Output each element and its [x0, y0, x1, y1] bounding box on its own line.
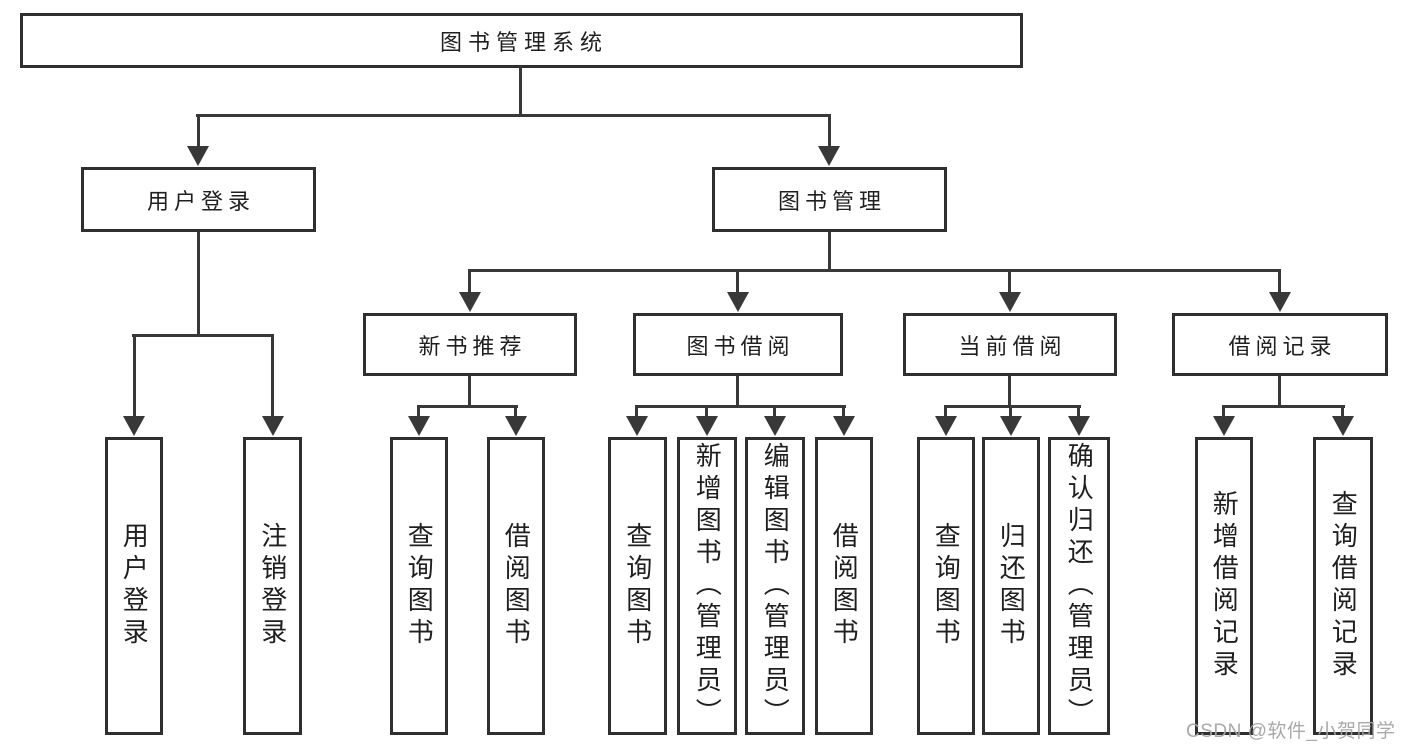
- leaf-label: 确认归还（管理员）: [1064, 442, 1095, 730]
- arrowhead-down: [262, 416, 284, 436]
- connector-line: [1341, 405, 1344, 417]
- leaf-label: 编辑图书（管理员）: [760, 442, 791, 730]
- connector-line: [196, 114, 831, 117]
- connector-line: [519, 66, 522, 116]
- leaf-edit-book-admin: 编辑图书（管理员）: [745, 437, 805, 735]
- connector-line: [635, 405, 846, 408]
- arrowhead-down: [459, 292, 481, 312]
- arrowhead-down: [1000, 416, 1022, 436]
- leaf-label: 注销登录: [257, 522, 288, 650]
- leaf-label: 查询图书: [622, 522, 653, 650]
- watermark: CSDN @软件_小贺同学: [1186, 721, 1396, 742]
- connector-line: [468, 269, 1281, 272]
- node-book-borrowing: 图书借阅: [633, 313, 843, 376]
- node-borrowing-records: 借阅记录: [1172, 313, 1388, 376]
- arrowhead-down: [999, 292, 1021, 312]
- node-label: 图书借阅: [686, 333, 795, 359]
- connector-line: [736, 376, 739, 408]
- connector-line: [197, 114, 200, 150]
- leaf-label: 归还图书: [996, 522, 1027, 650]
- arrowhead-down: [505, 416, 527, 436]
- connector-line: [197, 232, 200, 337]
- arrowhead-down: [833, 416, 855, 436]
- connector-line: [1008, 269, 1011, 297]
- leaf-query-borrow-record: 查询借阅记录: [1313, 437, 1373, 735]
- connector-line: [1222, 405, 1225, 417]
- arrowhead-down: [764, 416, 786, 436]
- arrowhead-down: [408, 416, 430, 436]
- connector-line: [944, 405, 1081, 408]
- arrowhead-down: [1332, 416, 1354, 436]
- node-label: 当前借阅: [958, 333, 1067, 359]
- leaf-query-books-recommend: 查询图书: [390, 437, 448, 735]
- leaf-query-books-borrowing: 查询图书: [608, 437, 667, 735]
- node-new-book-recommendation: 新书推荐: [363, 313, 577, 376]
- connector-line: [773, 405, 776, 417]
- connector-line: [1278, 269, 1281, 297]
- node-book-management: 图书管理: [712, 167, 947, 232]
- connector-line: [133, 334, 136, 417]
- node-label: 图书管理系统: [439, 29, 608, 55]
- connector-line: [705, 405, 708, 417]
- arrowhead-down: [818, 146, 840, 166]
- leaf-label: 借阅图书: [829, 522, 860, 650]
- arrowhead-down: [187, 146, 209, 166]
- arrowhead-down: [727, 292, 749, 312]
- leaf-label: 新增借阅记录: [1209, 490, 1240, 682]
- leaf-label: 查询借阅记录: [1328, 490, 1359, 682]
- arrowhead-down: [123, 416, 145, 436]
- leaf-label: 新增图书（管理员）: [692, 442, 723, 730]
- connector-line: [271, 334, 274, 417]
- arrowhead-down: [1269, 292, 1291, 312]
- leaf-label: 借阅图书: [501, 522, 532, 650]
- leaf-query-books-current: 查询图书: [917, 437, 975, 735]
- leaf-label: 用户登录: [119, 522, 150, 650]
- leaf-logout: 注销登录: [243, 437, 302, 735]
- leaf-confirm-return-admin: 确认归还（管理员）: [1048, 437, 1110, 735]
- connector-line: [468, 269, 471, 297]
- connector-line: [1278, 376, 1281, 408]
- leaf-user-login: 用户登录: [105, 437, 163, 735]
- arrowhead-down: [1213, 416, 1235, 436]
- leaf-add-borrow-record: 新增借阅记录: [1195, 437, 1253, 735]
- connector-line: [944, 405, 947, 417]
- connector-line: [417, 405, 518, 408]
- leaf-add-book-admin: 新增图书（管理员）: [677, 437, 737, 735]
- connector-line: [842, 405, 845, 417]
- connector-line: [1222, 405, 1345, 408]
- connector-line: [736, 269, 739, 297]
- connector-line: [1008, 376, 1011, 408]
- leaf-borrow-books-recommend: 借阅图书: [487, 437, 545, 735]
- arrowhead-down: [935, 416, 957, 436]
- leaf-borrow-books-borrowing: 借阅图书: [815, 437, 873, 735]
- arrowhead-down: [1068, 416, 1090, 436]
- connector-line: [132, 334, 274, 337]
- connector-line: [828, 114, 831, 150]
- connector-line: [468, 376, 471, 408]
- node-label: 新书推荐: [418, 333, 527, 359]
- arrowhead-down: [696, 416, 718, 436]
- node-label: 借阅记录: [1228, 333, 1337, 359]
- connector-line: [417, 405, 420, 417]
- leaf-return-books: 归还图书: [982, 437, 1040, 735]
- node-library-system: 图书管理系统: [20, 13, 1023, 68]
- node-label: 用户登录: [146, 188, 255, 214]
- connector-line: [1009, 405, 1012, 417]
- arrowhead-down: [626, 416, 648, 436]
- node-label: 图书管理: [777, 188, 886, 214]
- connector-line: [635, 405, 638, 417]
- connector-line: [1077, 405, 1080, 417]
- connector-line: [828, 232, 831, 272]
- leaf-label: 查询图书: [931, 522, 962, 650]
- connector-line: [514, 405, 517, 417]
- leaf-label: 查询图书: [404, 522, 435, 650]
- node-current-borrowing: 当前借阅: [903, 313, 1117, 376]
- node-user-login: 用户登录: [81, 167, 316, 232]
